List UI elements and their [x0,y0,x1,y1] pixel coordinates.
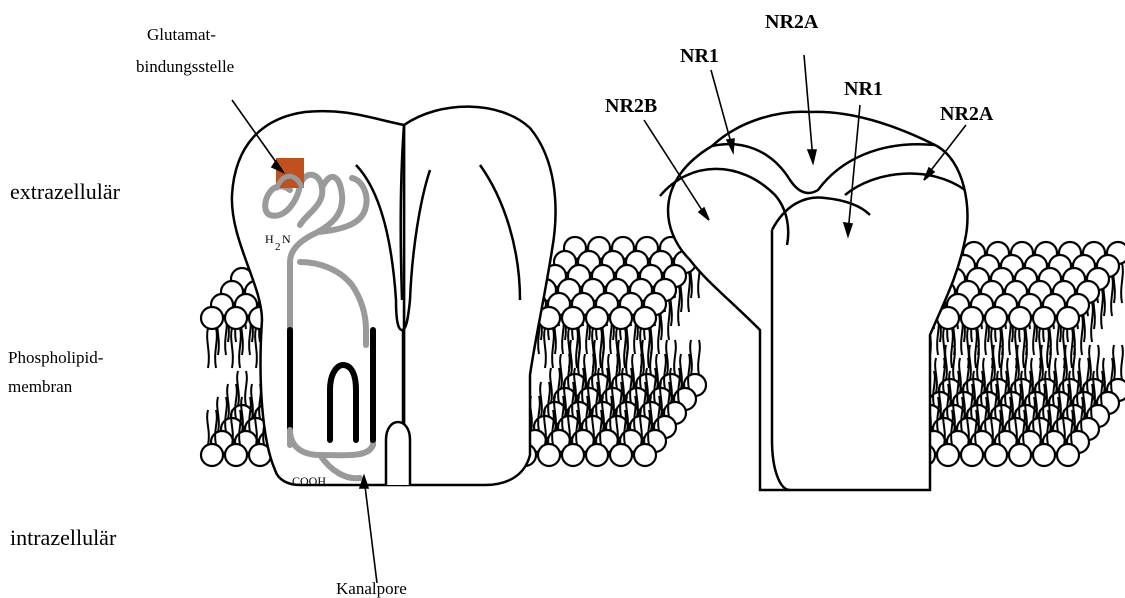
lipid-tail [967,328,969,368]
left-receptor-back-lobe [404,107,556,485]
label-nr1-left: NR1 [680,45,719,67]
lipid-tail [1015,328,1017,368]
channel-pore [386,422,410,485]
lipid-head [961,444,983,466]
lipid-tail [1097,345,1099,380]
lipid-tail [231,328,233,368]
label-binding-site-line1: Glutamat- [147,25,216,44]
lipid-tail [678,286,680,326]
lipid-head [586,444,608,466]
label-c-terminus: COOH [292,474,326,488]
n-terminus-sub: 2 [275,241,281,253]
lipid-tail [698,340,700,375]
lipid-head [1033,444,1055,466]
lipid-tail [1121,345,1123,380]
label-binding-site-line2: bindungsstelle [136,57,234,76]
lipid-head [634,307,656,329]
lipid-tail [1101,289,1103,329]
lipid-tail [658,314,660,354]
lipid-head [201,307,223,329]
lipid-tail [1121,263,1123,303]
lipid-head [985,444,1007,466]
lipid-tail [592,328,594,368]
lipid-tail [207,328,209,368]
lipid-tail [552,328,554,368]
lipid-head [634,444,656,466]
lipid-tail [1111,276,1113,316]
lipid-tail [616,328,618,368]
lipid-tail [975,328,977,368]
lipid-head [201,444,223,466]
lipid-head [225,444,247,466]
label-membrane-line1: Phospholipid- [8,348,104,367]
lipid-head [562,444,584,466]
lipid-tail [688,272,690,312]
lipid-tail [255,328,257,368]
lipid-head [1009,307,1031,329]
label-membrane-line2: membran [8,377,73,396]
lipid-head [1057,444,1079,466]
lipid-tail [1047,328,1049,368]
label-intracellular: intrazellulär [10,525,117,550]
lipid-tail [668,300,670,340]
lipid-head [610,444,632,466]
lipid-tail [245,371,247,406]
lipid-head [562,307,584,329]
lipid-head [586,307,608,329]
label-nr1-right: NR1 [844,78,883,100]
lipid-head [961,307,983,329]
label-nr2a-right: NR2A [940,103,994,125]
lipid-tail [640,328,642,368]
lipid-tail [1039,328,1041,368]
lipid-tail [544,328,546,368]
lipid-head [1057,307,1079,329]
lipid-tail [943,328,945,368]
lipid-head [610,307,632,329]
lipid-tail [674,340,676,375]
lipid-head [937,444,959,466]
label-extracellular: extrazellulär [10,179,121,204]
lipid-tail [215,328,217,368]
lipid-tail [1091,302,1093,342]
lipid-tail [1071,328,1073,368]
right-receptor [660,112,967,490]
lipid-head [1033,307,1055,329]
lipid-head [538,444,560,466]
lipid-head [985,307,1007,329]
n-terminus-n: N [282,232,291,246]
lipid-tail [951,328,953,368]
lipid-head [225,307,247,329]
label-pore: Kanalpore [336,579,407,598]
lipid-tail [207,410,209,445]
n-terminus-h: H [265,232,274,246]
label-nr2a-top: NR2A [765,11,819,33]
label-nr2b: NR2B [605,95,657,117]
lipid-tail [1063,328,1065,368]
lipid-tail [568,328,570,368]
lipid-tail [991,328,993,368]
lipid-tail [239,328,241,368]
lipid-tail [1023,328,1025,368]
lipid-tail [999,328,1001,368]
lipid-tail [1081,315,1083,355]
lipid-head [1009,444,1031,466]
